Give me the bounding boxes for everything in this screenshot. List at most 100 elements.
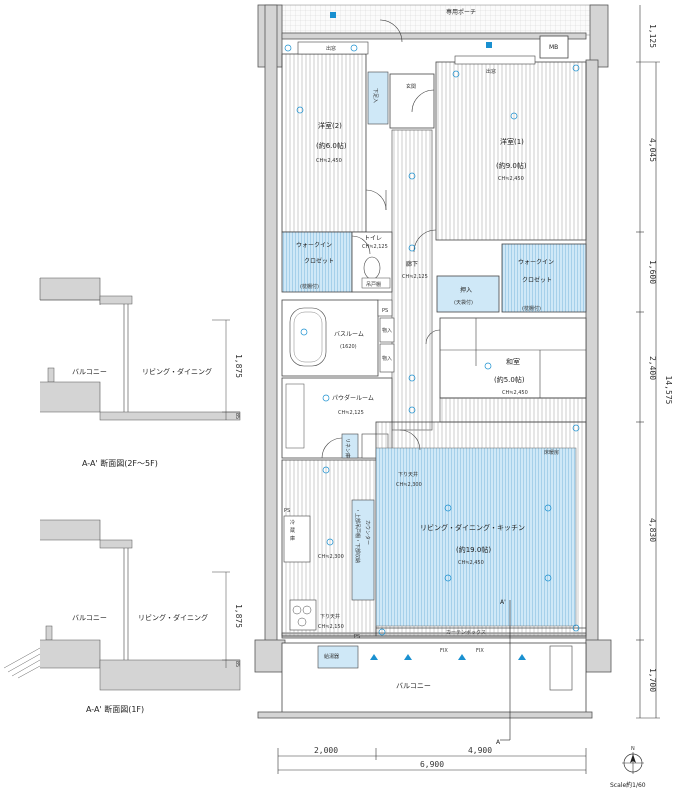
label-ps-2: PS — [284, 508, 290, 514]
label-western-2-ch: CH≒2,450 — [316, 158, 342, 164]
label-hallway-ch: CH≒2,125 — [402, 274, 428, 280]
label-fridge-1: 冷 — [290, 519, 295, 526]
label-section-a-prime: A' — [500, 599, 506, 606]
floor-heating-area — [375, 447, 577, 627]
label-japanese-size: (約5.0帖) — [494, 375, 525, 384]
section-lower-living: リビング・ダイニング — [138, 613, 208, 622]
label-fix-1: FIX — [440, 648, 448, 654]
label-lowered-ceiling-2-ch: CH≒2,150 — [318, 624, 344, 630]
label-upper-cabinet: 吊戸棚 — [366, 281, 381, 288]
closet-oshiire — [436, 275, 500, 313]
label-powder: パウダールーム — [332, 394, 374, 402]
label-toilet: トイレ — [364, 235, 382, 242]
label-kitchen-ch: CH≒2,300 — [318, 554, 344, 560]
section-upper-balcony: バルコニー — [72, 368, 107, 376]
label-mb: MB — [549, 44, 558, 51]
north-label: N — [631, 746, 635, 752]
room-western-1 — [435, 61, 587, 241]
label-fix-2: FIX — [476, 648, 484, 654]
label-lowered-ceiling-1-ch: CH≒2,300 — [396, 482, 422, 488]
label-linen: リネン庫 — [344, 438, 351, 458]
section-upper-small: 85 — [234, 413, 240, 419]
label-japanese-ch: CH≒2,450 — [502, 390, 528, 396]
dim-right-5: 4,830 — [648, 518, 657, 542]
section-lower — [3, 519, 241, 691]
label-japanese: 和室 — [506, 357, 520, 366]
dimension-right — [636, 5, 660, 719]
linen-closet — [341, 433, 359, 459]
label-porch: 専用ポーチ — [446, 8, 476, 16]
label-ldk-ch: CH≒2,450 — [458, 560, 484, 566]
label-walkin-left-2: クロゼット — [304, 257, 334, 265]
main-plan — [254, 4, 612, 741]
section-upper-height: 1,875 — [234, 354, 243, 378]
label-storage-2: 物入 — [382, 355, 392, 362]
section-upper-caption: A-A' 断面図(2F～5F) — [82, 458, 158, 468]
section-lower-small: 85 — [234, 661, 240, 667]
label-western-2-size: (約6.0帖) — [316, 141, 347, 150]
walkin-closet-right — [501, 243, 587, 313]
label-powder-ch: CH≒2,125 — [338, 410, 364, 416]
label-ldk-size: (約19.0帖) — [456, 545, 491, 554]
label-window-upper-right: 出窓 — [486, 68, 496, 75]
label-water-heater: 給湯器 — [324, 653, 339, 660]
label-walkin-right-2: クロゼット — [522, 276, 552, 284]
label-hallway: 廊下 — [406, 260, 418, 268]
label-ps-3: PS — [354, 634, 360, 640]
label-section-a: A — [496, 739, 501, 746]
label-lowered-ceiling-1: 下り天井 — [398, 471, 418, 478]
label-western-1-ch: CH≒2,450 — [498, 176, 524, 182]
label-fridge-2: 蔵 — [290, 527, 295, 534]
label-fridge-3: 庫 — [290, 535, 295, 542]
label-lowered-ceiling-2: 下り天井 — [320, 613, 340, 620]
label-window-upper-left: 出窓 — [326, 45, 336, 52]
dim-right-6: 1,700 — [648, 668, 657, 692]
label-bath: バスルーム — [334, 331, 364, 338]
water-heater — [317, 645, 359, 669]
hallway — [391, 129, 433, 431]
porch-floor — [281, 4, 601, 36]
label-closet-sub: (天袋付) — [454, 299, 473, 306]
label-shoe-closet: 下足入 — [372, 88, 378, 103]
label-walkin-left-3: (枕棚付) — [300, 283, 319, 290]
label-counter: カウンター — [364, 520, 371, 545]
entrance — [389, 73, 435, 129]
scale-label: Scale約1/60 — [610, 781, 646, 789]
section-lower-height: 1,875 — [234, 604, 243, 628]
label-western-1: 洋室(1) — [500, 137, 524, 146]
north-arrow-icon — [622, 752, 644, 774]
label-walkin-left-1: ウォークイン — [296, 241, 332, 249]
label-entrance: 玄関 — [406, 83, 416, 90]
label-curtain-box: カーテンボックス — [446, 629, 486, 636]
label-balcony: バルコニー — [396, 682, 431, 690]
label-toilet-ch: CH≒2,125 — [362, 244, 388, 250]
dim-right-3: 1,600 — [648, 260, 657, 284]
label-bath-size: (1620) — [340, 344, 357, 350]
dim-bottom-2: 4,900 — [468, 746, 492, 755]
section-lower-balcony: バルコニー — [72, 614, 107, 622]
counter — [351, 499, 375, 601]
label-floor-heating: 床暖房 — [544, 449, 559, 456]
dim-right-4: 2,400 — [648, 356, 657, 380]
shoe-closet — [367, 71, 389, 125]
label-western-2: 洋室(2) — [318, 121, 342, 130]
section-upper-living: リビング・ダイニング — [142, 367, 212, 376]
room-japanese — [439, 317, 587, 399]
section-upper — [39, 277, 241, 421]
dimension-bottom — [277, 748, 587, 774]
section-lower-caption: A-A' 断面図(1F) — [86, 704, 144, 714]
label-walkin-right-1: ウォークイン — [518, 258, 554, 266]
label-storage-1: 物入 — [382, 327, 392, 334]
dim-right-2: 4,045 — [648, 138, 657, 162]
dim-bottom-total: 6,900 — [420, 760, 444, 769]
label-ps-1: PS — [382, 308, 388, 314]
dim-right-total: 14,575 — [664, 376, 673, 405]
label-western-1-size: (約9.0帖) — [496, 161, 527, 170]
room-western-2 — [281, 53, 367, 233]
label-walkin-right-3: (枕棚付) — [522, 305, 541, 312]
label-ldk: リビング・ダイニング・キッチン — [420, 523, 525, 532]
dim-bottom-1: 2,000 — [314, 746, 338, 755]
dim-right-1: 1,125 — [648, 24, 657, 48]
label-closet: 押入 — [460, 286, 472, 294]
